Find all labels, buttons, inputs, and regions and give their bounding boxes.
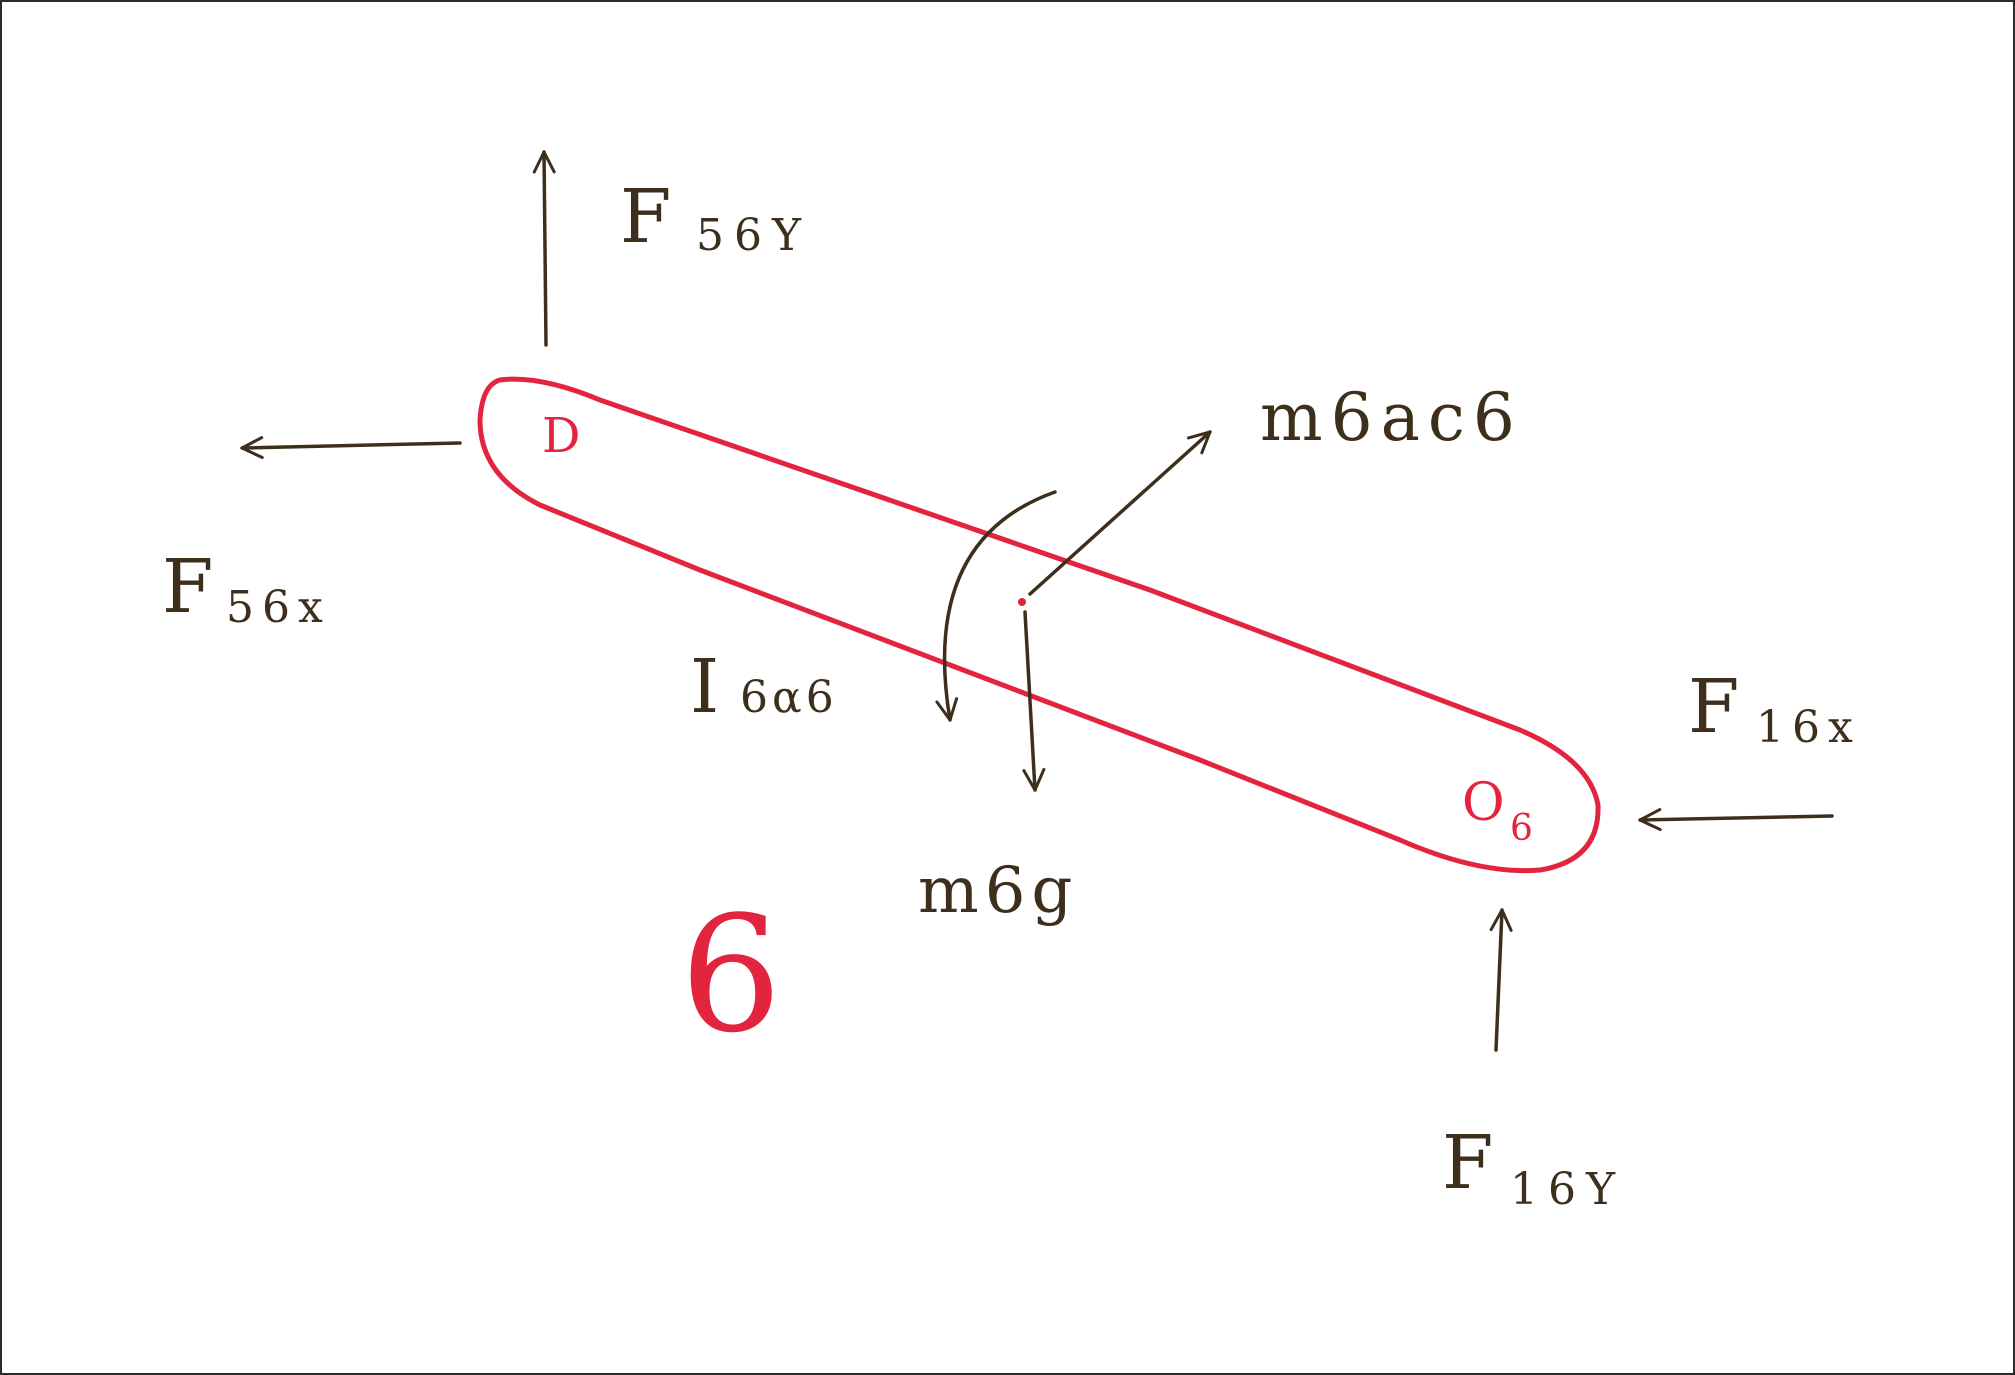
label-f56y-sub: 56Y: [696, 210, 811, 261]
i6a6-curved-arrow-icon: [935, 490, 1057, 722]
m6ac6-arrow-icon: [1028, 430, 1212, 596]
joint-d: D: [542, 408, 580, 464]
f56x-arrow-icon: [240, 436, 462, 460]
label-f16y: F 16Y: [1442, 1120, 1625, 1215]
label-i6a6: I 6α6: [690, 644, 838, 730]
f16x-arrow-icon: [1638, 808, 1834, 832]
label-f56y-main: F: [620, 174, 671, 260]
link-body-outline: [477, 376, 1601, 874]
label-f56x: F 56x: [162, 544, 331, 633]
label-f56x-main: F: [162, 544, 213, 630]
label-f16y-main: F: [1442, 1120, 1493, 1206]
label-f16y-sub: 16Y: [1510, 1164, 1625, 1215]
label-f56y: F 56Y: [620, 174, 811, 261]
label-f56x-sub: 56x: [226, 582, 331, 633]
label-f16x: F 16x: [1688, 664, 1861, 753]
m6g-arrow-icon: [1022, 610, 1046, 792]
joint-o6: O 6: [1462, 773, 1533, 849]
f16y-arrow-icon: [1489, 908, 1513, 1052]
f56y-arrow-icon: [532, 150, 556, 347]
center-of-mass-dot: [1018, 598, 1026, 606]
label-f16x-main: F: [1688, 664, 1739, 750]
label-m6g: m6g: [918, 854, 1078, 928]
joint-o6-sub: 6: [1510, 808, 1533, 849]
label-i6a6-main: I: [690, 644, 719, 730]
joint-o6-main: O: [1462, 773, 1505, 833]
label-i6a6-sub: 6α6: [740, 672, 838, 723]
label-f16x-sub: 16x: [1756, 702, 1861, 753]
link-number-label: 6: [680, 881, 782, 1068]
joint-d-label: D: [542, 408, 580, 464]
label-m6ac6: m6ac6: [1260, 379, 1523, 456]
